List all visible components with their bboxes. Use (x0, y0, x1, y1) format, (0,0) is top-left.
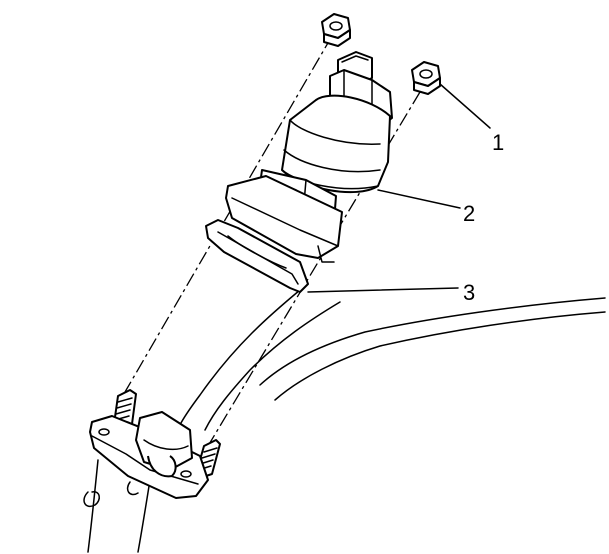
leader-line-2 (377, 189, 461, 209)
nut-right (411, 61, 441, 95)
leader-line-1 (439, 83, 491, 129)
gasket (205, 219, 309, 293)
callout-label-3: 3 (463, 280, 475, 305)
callout-label-1: 1 (492, 130, 504, 155)
mounting-flange-base (89, 411, 209, 499)
nut-upper (321, 13, 351, 47)
egr-valve (225, 51, 393, 263)
exhaust-pipe (83, 289, 606, 553)
leader-line-3 (307, 287, 459, 293)
callout-label-2: 2 (463, 201, 475, 226)
